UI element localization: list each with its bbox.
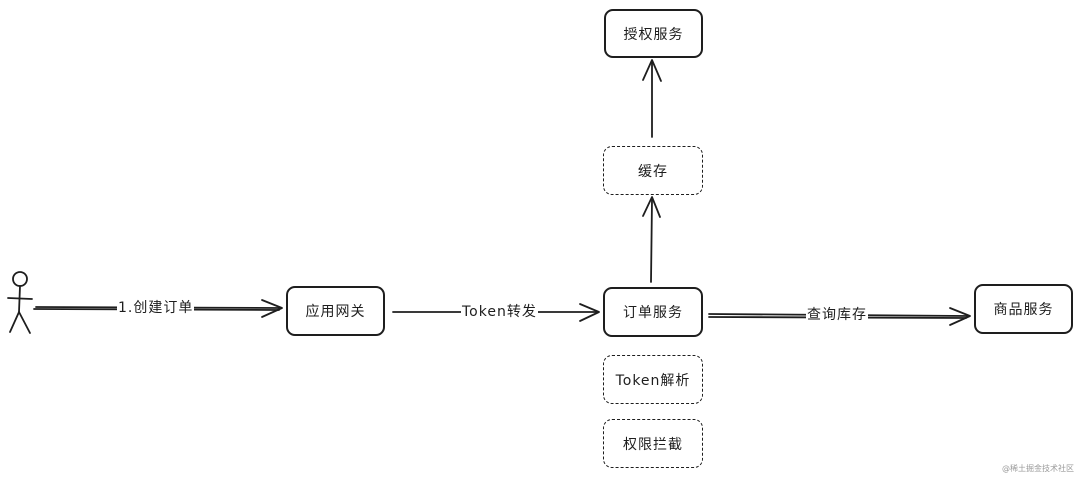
arrow-order-to-cache <box>642 196 661 283</box>
permission-intercept-label: 权限拦截 <box>623 436 683 453</box>
watermark: @稀土掘金技术社区 <box>1002 464 1074 473</box>
user-actor-icon <box>7 271 33 334</box>
auth-service-label: 授权服务 <box>623 26 684 43</box>
token-parse-box: Token解析 <box>603 355 703 404</box>
permission-intercept-box: 权限拦截 <box>603 419 703 468</box>
product-service-box: 商品服务 <box>974 284 1073 334</box>
cache-label: 缓存 <box>638 163 668 180</box>
token-parse-label: Token解析 <box>615 372 691 389</box>
order-service-box: 订单服务 <box>603 287 703 337</box>
gateway-box: 应用网关 <box>286 286 385 336</box>
auth-service-box: 授权服务 <box>604 9 703 58</box>
order-service-label: 订单服务 <box>623 305 683 321</box>
arrow-cache-to-auth <box>642 59 662 138</box>
gateway-label: 应用网关 <box>305 304 366 320</box>
edge-label-create-order: 1.创建订单 <box>117 299 195 317</box>
edge-label-query-inventory: 查询库存 <box>806 306 868 324</box>
edge-label-token-forward: Token转发 <box>461 303 538 321</box>
product-service-label: 商品服务 <box>993 302 1054 318</box>
cache-box: 缓存 <box>603 146 703 195</box>
